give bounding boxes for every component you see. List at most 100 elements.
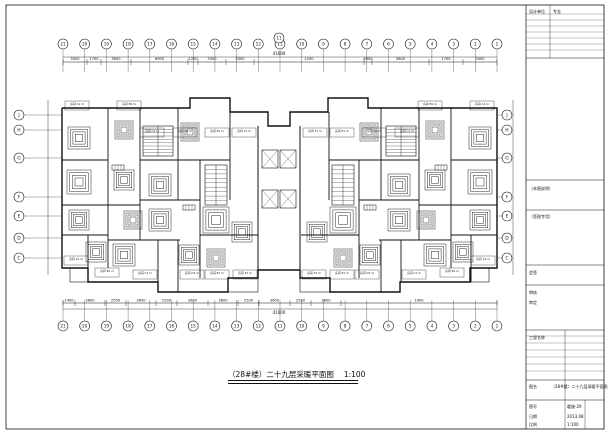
heating-coil-left-11-loop-2 (236, 226, 248, 238)
tb-project: 工程名称 (529, 335, 545, 340)
axis-left-F-label: F (18, 195, 21, 200)
room-tag-left-6-text: 房间 A1 m (69, 257, 83, 261)
heating-coil-left-14-loop-2 (210, 252, 222, 264)
axis-bottom-17-label: 17 (147, 324, 153, 329)
top-dim-10: 1700 (441, 57, 451, 61)
bottom-dim-10: 3600 (321, 299, 331, 303)
drawing-title: （28#楼）二十九层采暖平面图 (228, 370, 334, 379)
heating-coil-left-9-loop-0 (180, 122, 200, 142)
axis-bottom-3-label: 3 (452, 324, 455, 329)
heating-coil-right-6-loop-2 (428, 248, 442, 262)
heating-coil-right-11-loop-0 (306, 221, 328, 243)
room-tag-left-7-text: 房间 B1 m (100, 269, 114, 273)
heating-coil-left-0-loop-1 (70, 129, 88, 147)
heating-coil-right-10-loop-3 (338, 215, 348, 225)
balcony-right (470, 267, 490, 283)
top-dim-2: 3600 (111, 57, 121, 61)
balcony-left (69, 267, 89, 283)
heating-coil-left-1-loop-1 (69, 172, 89, 192)
axis-bottom-16-label: 16 (169, 324, 175, 329)
heating-coil-left-6-loop-3 (120, 251, 128, 259)
heating-coil-left-1-loop-0 (66, 169, 92, 195)
elevator-3-x2 (261, 189, 279, 209)
heating-coil-right-7-loop-2 (392, 178, 406, 192)
heating-coil-left-12-loop-3 (129, 216, 137, 224)
tb-scale: 1:100 (567, 422, 579, 427)
heating-coil-right-13-loop-2 (364, 249, 376, 261)
axis-top-2-label: 2 (474, 42, 477, 47)
heating-coil-left-13-loop-3 (185, 251, 193, 259)
heating-coil-right-4-loop-1 (427, 122, 443, 138)
top-dim-8: 6900 (363, 57, 373, 61)
heating-coil-right-2-loop-0 (469, 209, 491, 231)
top-dim-7: 1200 (304, 57, 314, 61)
tb-date: 2013.08 (567, 414, 584, 419)
top-dim-4: 1200 (188, 57, 198, 61)
tb-approve: 审定 (529, 300, 537, 305)
heating-coil-left-7-loop-2 (153, 178, 167, 192)
elevator-3 (261, 189, 279, 209)
tb-number-label: 图号 (529, 404, 537, 409)
axis-top-12-label: 12 (256, 42, 262, 47)
axis-bottom-7-label: 7 (365, 324, 368, 329)
heating-coil-right-14-loop-3 (339, 254, 347, 262)
heating-coil-left-8-loop-0 (148, 208, 172, 232)
tb-stamp-2: （签图专用） (529, 214, 553, 219)
axis-top-16-label: 16 (169, 42, 175, 47)
axis-top-20-label: 20 (82, 42, 88, 47)
axis-left-C-label: C (18, 256, 21, 261)
axis-left-D-label: D (17, 236, 20, 241)
axis-top-3-label: 3 (452, 42, 455, 47)
tb-drawing-name-label: 图名 (529, 384, 537, 389)
room-tag-left-11 (232, 269, 258, 280)
heating-coil-left-11-loop-0 (231, 221, 253, 243)
heating-coil-left-0-loop-0 (67, 126, 91, 150)
room-tag-right-0-text: 房间 A1 m (475, 102, 489, 106)
bottom-dim-5: 3600 (188, 299, 198, 303)
room-tag-right-6 (470, 255, 496, 266)
top-dim-9: 3600 (396, 57, 406, 61)
axis-top-9-label: 9 (322, 42, 325, 47)
heating-coil-right-3-loop-0 (452, 241, 474, 263)
axis-bottom-8-label: 8 (344, 324, 347, 329)
axis-right-E-label: E (506, 214, 509, 219)
room-tag-right-10 (329, 269, 355, 280)
bottom-dim-3: 3600 (136, 299, 146, 303)
heating-coil-left-12-loop-1 (125, 212, 141, 228)
heating-coil-left-10-loop-3 (211, 215, 221, 225)
room-tag-left-6 (63, 255, 89, 266)
axis-bottom-6-label: 6 (387, 324, 390, 329)
bottom-dim-6: 3600 (218, 299, 228, 303)
axis-bottom-5-label: 5 (409, 324, 412, 329)
bottom-dim-1: 3600 (85, 299, 95, 303)
heating-coil-left-6-loop-1 (115, 246, 133, 264)
room-tag-right-2 (394, 127, 420, 138)
heating-coil-left-6-loop-0 (112, 243, 136, 267)
heating-coil-left-2-loop-3 (75, 216, 83, 224)
room-tag-left-0-text: 房间 A1 m (70, 102, 84, 106)
heating-coil-right-0-loop-2 (473, 131, 487, 145)
heating-coil-right-7-loop-0 (387, 173, 411, 197)
room-tag-left-9-text: 房间 D1 m (185, 271, 199, 275)
room-tag-right-1 (417, 100, 443, 111)
heating-coil-left-9-loop-3 (186, 128, 194, 136)
axis-bottom-9-label: 9 (322, 324, 325, 329)
heating-coil-left-8-loop-3 (156, 216, 164, 224)
heating-coil-right-5-loop-1 (426, 171, 444, 189)
room-tag-right-8-text: 房间 C1 m (407, 271, 421, 275)
axis-bottom-14-label: 14 (212, 324, 218, 329)
room-tag-right-9-text: 房间 D1 m (360, 271, 374, 275)
heating-coil-right-7-loop-1 (390, 176, 408, 194)
tb-stamp-1: （本图说明） (529, 186, 553, 191)
axis-top-8-label: 8 (344, 42, 347, 47)
tb-review: 审核 (529, 290, 537, 295)
axis-bottom-19-label: 19 (104, 324, 110, 329)
heating-coil-right-1-loop-2 (473, 175, 487, 189)
heating-coil-right-12-loop-0 (416, 210, 436, 230)
heating-coil-right-12-loop-2 (420, 214, 432, 226)
heating-coil-right-7-loop-3 (395, 181, 403, 189)
heating-coil-left-8-loop-2 (153, 213, 167, 227)
axis-bottom-2-label: 2 (474, 324, 477, 329)
heating-coil-left-6-loop-2 (117, 248, 131, 262)
